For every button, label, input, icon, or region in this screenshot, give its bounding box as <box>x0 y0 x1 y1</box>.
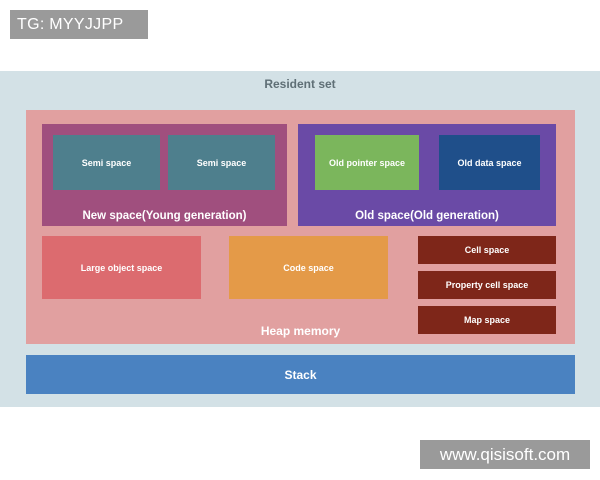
code-space: Code space <box>229 236 388 299</box>
heap-memory-block: Semi space Semi space New space(Young ge… <box>26 110 575 344</box>
old-data-space: Old data space <box>439 135 540 190</box>
property-cell-space: Property cell space <box>418 271 556 299</box>
old-pointer-space: Old pointer space <box>315 135 419 190</box>
watermark-bottom: www.qisisoft.com <box>420 440 590 469</box>
old-space-title: Old space(Old generation) <box>355 210 499 222</box>
old-space-group: Old pointer space Old data space Old spa… <box>298 124 556 226</box>
semi-space-1: Semi space <box>53 135 160 190</box>
new-space-group: Semi space Semi space New space(Young ge… <box>42 124 287 226</box>
cell-space: Cell space <box>418 236 556 264</box>
heap-memory-title: Heap memory <box>260 324 341 338</box>
map-space: Map space <box>418 306 556 334</box>
resident-set-title: Resident set <box>264 77 336 91</box>
watermark-top: TG: MYYJJPP <box>10 10 148 39</box>
new-space-title: New space(Young generation) <box>82 210 247 222</box>
large-object-space: Large object space <box>42 236 201 299</box>
resident-set-block: Resident set Semi space Semi space New s… <box>0 71 600 407</box>
stack-block: Stack <box>26 355 575 394</box>
semi-space-2: Semi space <box>168 135 275 190</box>
